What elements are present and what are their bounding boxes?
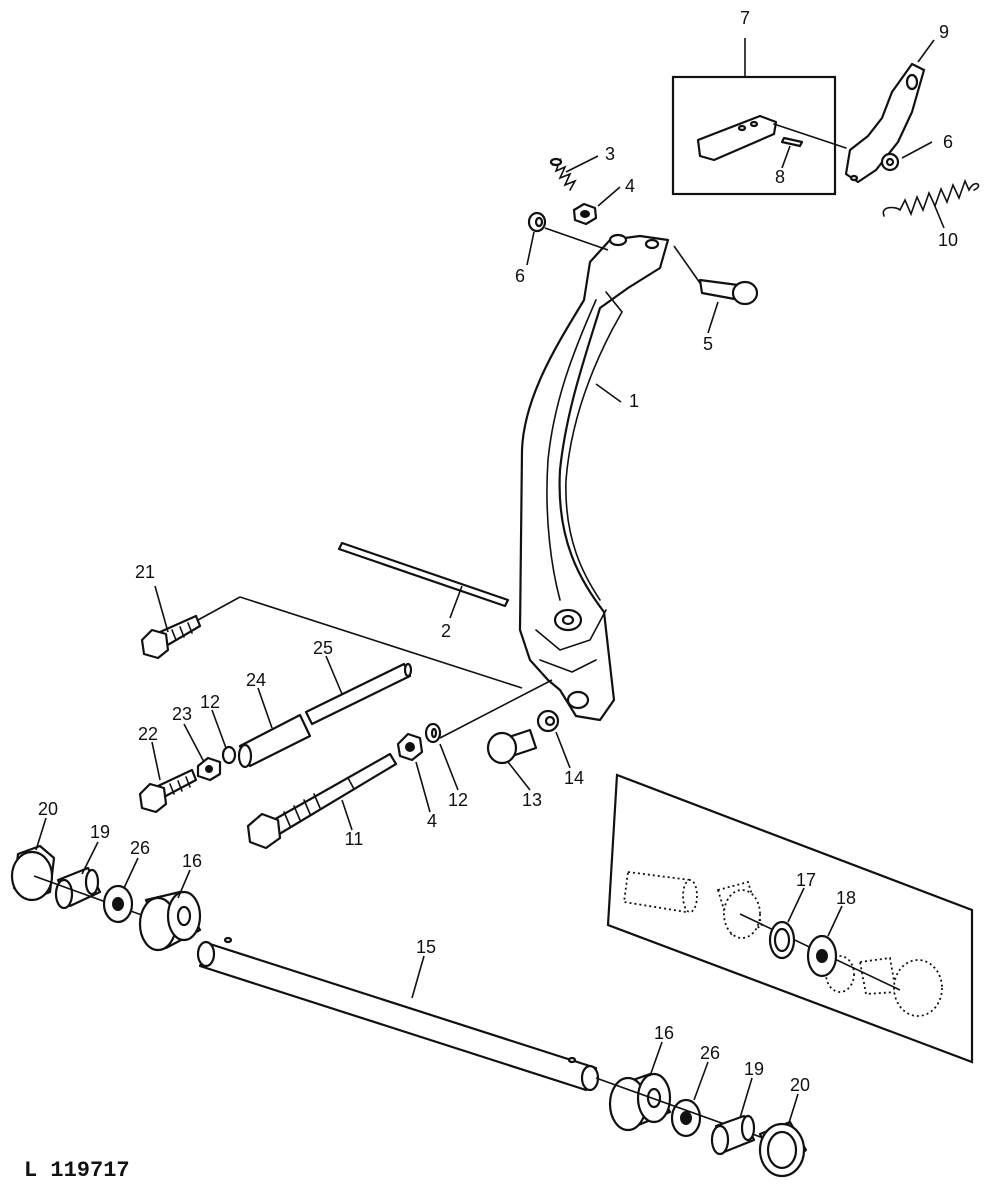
- bolt-part-21: [140, 596, 523, 689]
- rod-part-2: [337, 541, 510, 608]
- washer-part-6-right: [880, 152, 900, 172]
- callout-23: 23: [172, 704, 192, 724]
- inset-frame-bushing-detail: [606, 773, 974, 1064]
- pin-part-5: [673, 245, 759, 306]
- rod-part-25: [304, 662, 413, 726]
- callout-10: 10: [938, 230, 958, 250]
- spacer-part-24: [237, 713, 312, 769]
- cap-part-20-left: [10, 844, 56, 902]
- bolt-part-22: [138, 768, 198, 814]
- inset-bushing-contents: [622, 870, 943, 1017]
- callout-leaders: [35, 39, 945, 1127]
- callout-19-left: 19: [90, 822, 110, 842]
- callout-15: 15: [416, 937, 436, 957]
- callout-11: 11: [345, 829, 364, 849]
- callout-12-center: 12: [448, 790, 468, 810]
- bushing-part-16-right: [608, 1072, 672, 1132]
- callout-21: 21: [135, 562, 155, 582]
- bushing-part-19-left: [33, 866, 151, 919]
- snap-ring-part-17: [768, 920, 796, 960]
- small-spring-part-3: [549, 157, 577, 191]
- nut-part-4-lower: [396, 732, 424, 762]
- inset-frame-bracket-detail: [671, 75, 837, 196]
- lever-part-7: [696, 114, 847, 162]
- callout-26-right: 26: [700, 1043, 720, 1063]
- washer-part-12-center: [424, 722, 442, 744]
- callout-6-right: 6: [943, 132, 953, 152]
- callout-19-right: 19: [744, 1059, 764, 1079]
- bushing-part-16-left: [138, 890, 202, 952]
- pedal-arm: [518, 233, 670, 722]
- callout-18: 18: [836, 888, 856, 908]
- callout-26-left: 26: [130, 838, 150, 858]
- callout-16-right: 16: [654, 1023, 674, 1043]
- callout-24: 24: [246, 670, 266, 690]
- callout-20-left: 20: [38, 799, 58, 819]
- callout-12-left: 12: [200, 692, 220, 712]
- washer-part-12-left: [221, 745, 237, 765]
- pin-part-8: [780, 136, 804, 148]
- callout-4-top: 4: [625, 176, 635, 196]
- callout-22: 22: [138, 724, 158, 744]
- callout-labels: 1 2 3 4 6 5 7 8 9 6 10 21 25 24 23 12 22…: [38, 8, 958, 1095]
- callout-9: 9: [939, 22, 949, 42]
- callout-17: 17: [796, 870, 816, 890]
- callout-25: 25: [313, 638, 333, 658]
- callout-8: 8: [775, 167, 785, 187]
- callout-14: 14: [564, 768, 584, 788]
- washer-part-14: [536, 709, 560, 733]
- callout-6-left: 6: [515, 266, 525, 286]
- washer-part-6-left: [527, 211, 609, 251]
- bushing-part-19-right: [710, 1114, 756, 1156]
- callout-13: 13: [522, 790, 542, 810]
- callout-7: 7: [740, 8, 750, 28]
- callout-4-lower: 4: [427, 811, 437, 831]
- bracket-part-9: [844, 62, 926, 184]
- shaft-part-15: [196, 936, 600, 1092]
- figure-id: L 119717: [24, 1158, 130, 1183]
- callout-20-right: 20: [790, 1075, 810, 1095]
- washer-part-26-left: [102, 884, 134, 924]
- washer-part-18: [806, 934, 838, 978]
- spring-part-10: [882, 178, 980, 217]
- bolt-part-11: [246, 679, 553, 850]
- callout-5: 5: [703, 334, 713, 354]
- nut-part-4-top: [572, 202, 598, 226]
- callout-2: 2: [441, 621, 451, 641]
- cap-part-20-right: [758, 1120, 808, 1178]
- callout-3: 3: [605, 144, 615, 164]
- callout-1: 1: [629, 391, 639, 411]
- callout-16-left: 16: [182, 851, 202, 871]
- knob-part-13: [486, 728, 538, 765]
- nut-part-23: [196, 756, 222, 782]
